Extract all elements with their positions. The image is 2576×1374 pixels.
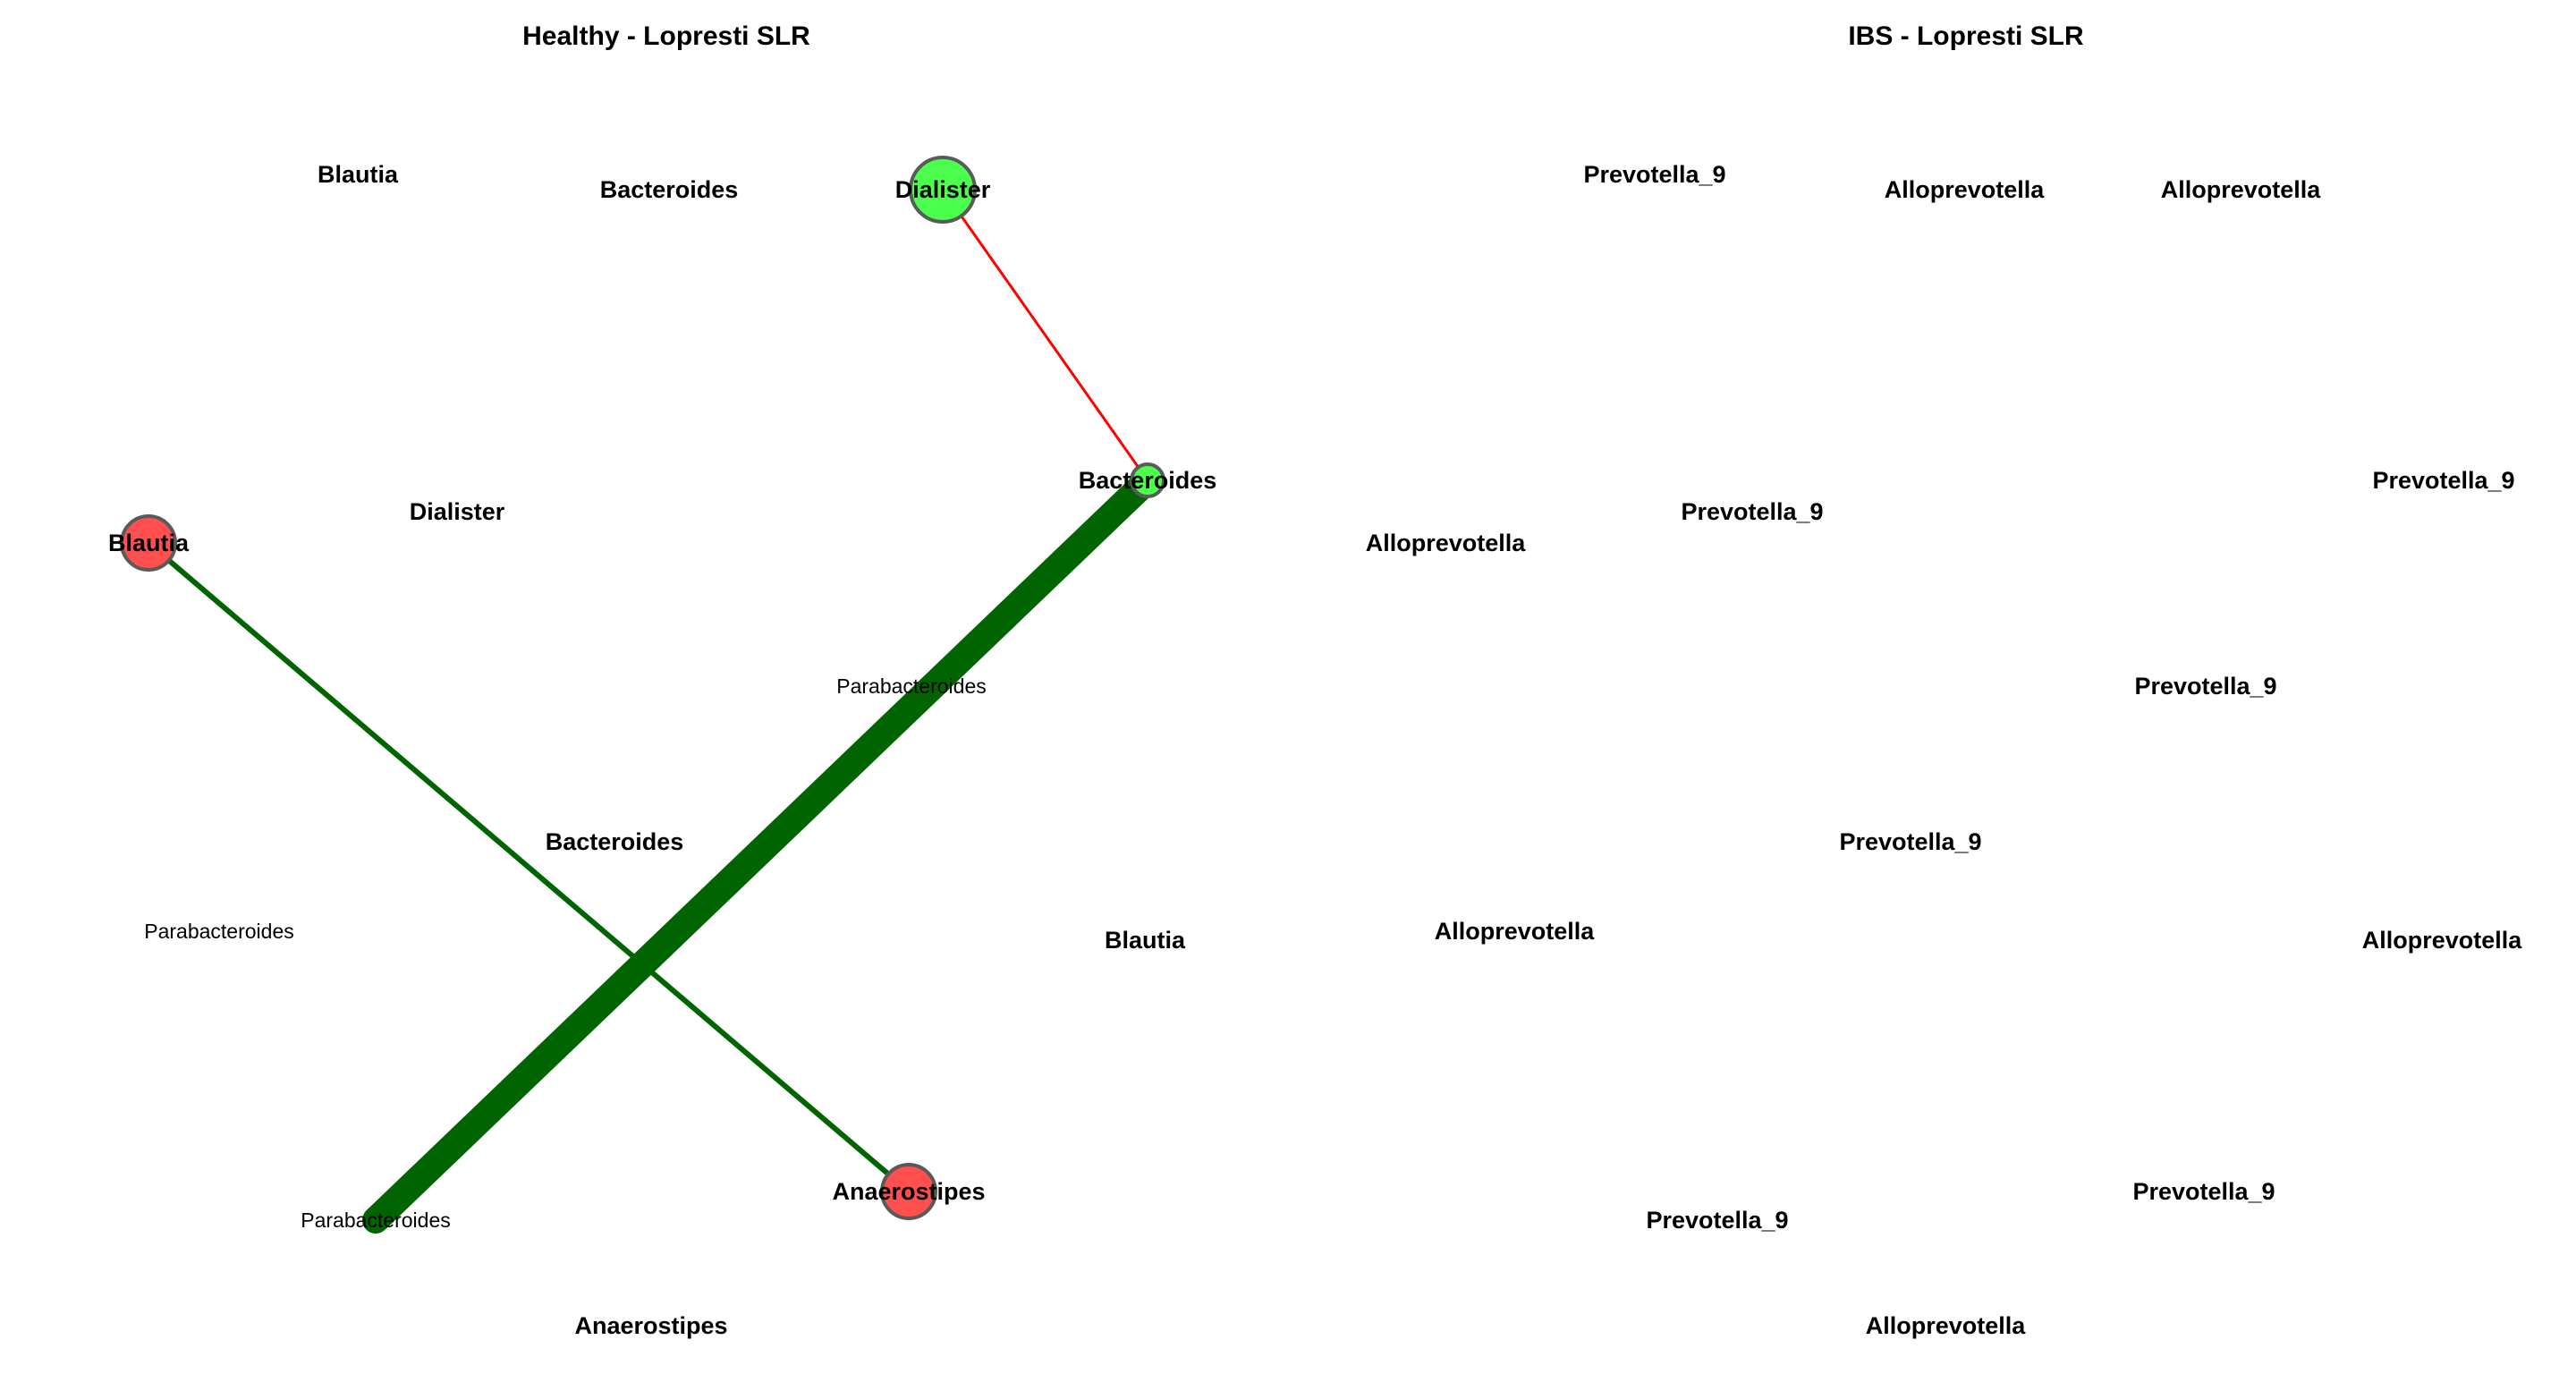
node-label-i11: Prevotella_9 <box>2132 1178 2275 1205</box>
ibs-panel-title: IBS - Lopresti SLR <box>1848 21 2084 51</box>
healthy-panel-title: Healthy - Lopresti SLR <box>522 21 810 51</box>
node-label-i8: Prevotella_9 <box>1839 828 1981 855</box>
node-label-i9: Alloprevotella <box>1435 918 1596 945</box>
network-nodes <box>120 156 1165 1229</box>
node-label-h6: Dialister <box>410 498 505 525</box>
node-label-i7: Prevotella_9 <box>2134 673 2276 700</box>
node-label-h1: Blautia <box>318 161 399 188</box>
node-label-h4: Bacteroides <box>1079 467 1217 494</box>
node-label-h13: Anaerostipes <box>574 1312 727 1339</box>
node-label-i13: Alloprevotella <box>1866 1312 2027 1339</box>
negative-edge-h3-h4 <box>941 188 1149 482</box>
node-circle-h5 <box>120 514 177 572</box>
node-label-h2: Bacteroides <box>600 176 739 203</box>
positive-edge-h5-h12 <box>146 540 911 1194</box>
node-label-i10: Alloprevotella <box>2362 927 2523 954</box>
node-label-h10: Blautia <box>1105 927 1186 954</box>
positive-edge-h4-h11 <box>362 467 1161 1234</box>
node-label-h8: Bacteroides <box>546 828 684 855</box>
node-label-h3: Dialister <box>895 176 991 203</box>
node-circle-h4 <box>1130 462 1165 498</box>
node-label-i5: Prevotella_9 <box>1681 498 1823 525</box>
node-label-i12: Prevotella_9 <box>1646 1207 1788 1234</box>
node-label-h5: Blautia <box>108 530 190 556</box>
node-label-h9: Parabacteroides <box>144 920 294 943</box>
node-label-i2: Alloprevotella <box>1885 176 2046 203</box>
node-label-i1: Prevotella_9 <box>1583 161 1725 188</box>
network-edges <box>146 188 1161 1234</box>
node-label-i6: Alloprevotella <box>1366 530 1527 556</box>
node-label-i4: Prevotella_9 <box>2372 467 2514 494</box>
node-circle-h3 <box>909 156 977 224</box>
node-label-h11: Parabacteroides <box>301 1209 451 1232</box>
node-label-h12: Anaerostipes <box>832 1178 985 1205</box>
node-circle-h12 <box>880 1163 937 1220</box>
node-label-h7: Parabacteroides <box>836 674 987 698</box>
node-circle-h11 <box>367 1211 385 1229</box>
node-label-i3: Alloprevotella <box>2161 176 2322 203</box>
